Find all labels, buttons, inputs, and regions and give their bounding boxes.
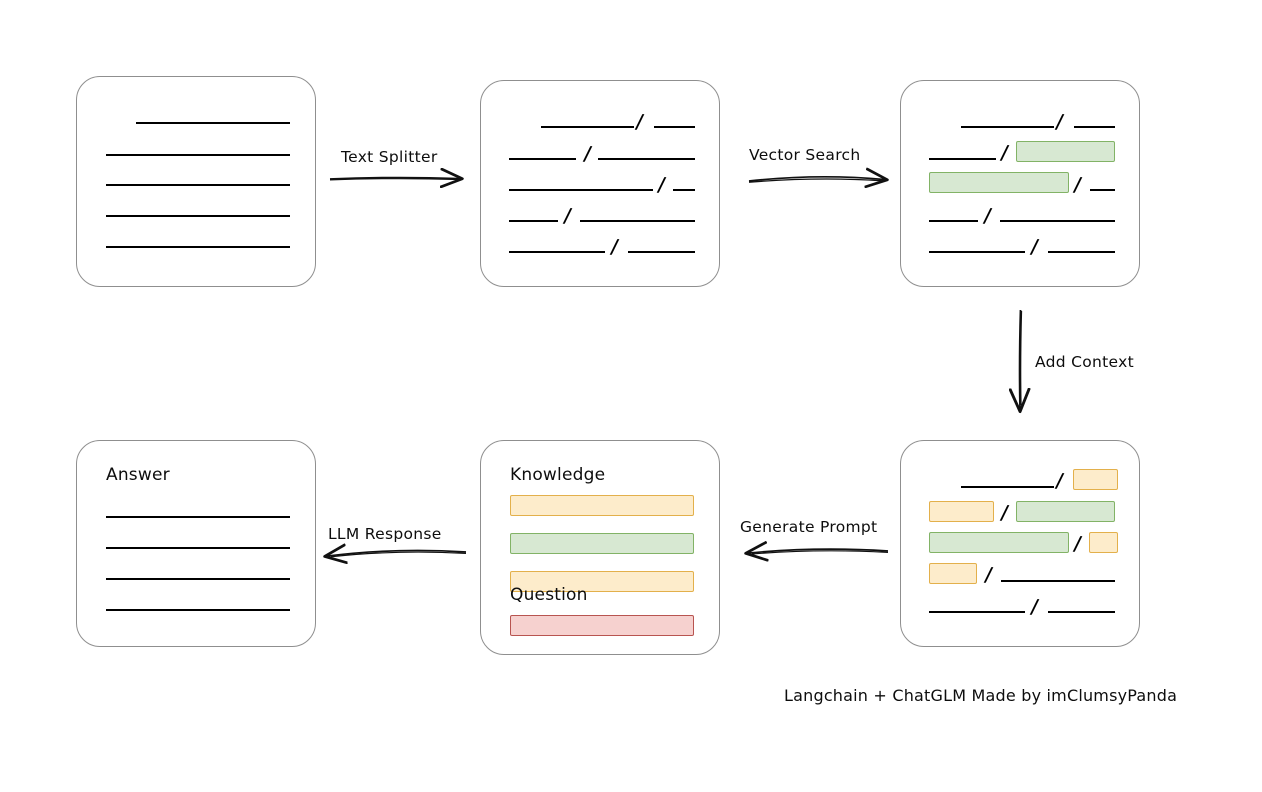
slash-mark: /: [999, 502, 1010, 524]
doc-line: [509, 158, 576, 160]
doc-line: [106, 154, 290, 156]
doc-line: [961, 126, 1054, 128]
doc-line: [106, 547, 290, 549]
slash-mark: /: [1029, 236, 1040, 258]
chunk-chip-yellow[interactable]: [929, 563, 977, 584]
knowledge-bar-green[interactable]: [510, 533, 694, 554]
slash-mark: /: [1054, 470, 1065, 492]
node-split-chunks[interactable]: / / / / /: [480, 80, 720, 287]
edge-label-generate-prompt: Generate Prompt: [740, 518, 878, 536]
footer-credit: Langchain + ChatGLM Made by imClumsyPand…: [784, 686, 1178, 705]
chunk-chip-yellow[interactable]: [1073, 469, 1118, 490]
slash-mark: /: [982, 205, 993, 227]
doc-line: [1000, 220, 1115, 222]
doc-line: [106, 516, 290, 518]
doc-line: [654, 126, 695, 128]
doc-line: [106, 184, 290, 186]
doc-line: [929, 611, 1025, 613]
answer-label: Answer: [106, 465, 170, 485]
doc-line: [509, 251, 605, 253]
question-bar-red[interactable]: [510, 615, 694, 636]
doc-line: [929, 251, 1025, 253]
doc-line: [106, 578, 290, 580]
edge-label-vector-search: Vector Search: [749, 146, 861, 164]
slash-mark: /: [582, 143, 593, 165]
doc-line: [929, 158, 996, 160]
slash-mark: /: [1029, 596, 1040, 618]
doc-line: [1001, 580, 1115, 582]
chunk-chip-green[interactable]: [929, 532, 1069, 553]
doc-line: [1090, 189, 1115, 191]
node-prompt[interactable]: Knowledge Question: [480, 440, 720, 655]
edge-label-add-context: Add Context: [1035, 353, 1134, 371]
doc-line: [136, 122, 290, 124]
chunk-chip-yellow[interactable]: [1089, 532, 1118, 553]
doc-line: [106, 246, 290, 248]
prompt-question-label: Question: [510, 585, 588, 605]
slash-mark: /: [1072, 533, 1083, 555]
doc-line: [106, 609, 290, 611]
doc-line: [509, 220, 558, 222]
node-source-document[interactable]: [76, 76, 316, 287]
doc-line: [1048, 251, 1115, 253]
edge-label-text-splitter: Text Splitter: [341, 148, 438, 166]
chunk-chip-yellow[interactable]: [929, 501, 994, 522]
edge-label-llm-response: LLM Response: [328, 525, 442, 543]
arrow-add-context: [1020, 309, 1022, 408]
slash-mark: /: [999, 142, 1010, 164]
arrow-llm-response: [328, 550, 467, 556]
slash-mark: /: [609, 236, 620, 258]
chunk-chip-green[interactable]: [1016, 501, 1115, 522]
arrow-generate-prompt: [749, 549, 889, 554]
doc-line: [929, 220, 978, 222]
slash-mark: /: [634, 111, 645, 133]
doc-line: [541, 126, 634, 128]
node-context-chunks[interactable]: / / / / /: [900, 440, 1140, 647]
doc-line: [106, 215, 290, 217]
doc-line: [628, 251, 695, 253]
chunk-chip-green[interactable]: [929, 172, 1069, 193]
doc-line: [509, 189, 653, 191]
doc-line: [580, 220, 695, 222]
slash-mark: /: [656, 174, 667, 196]
arrow-vector-search: [748, 177, 884, 182]
knowledge-bar-yellow[interactable]: [510, 495, 694, 516]
prompt-knowledge-label: Knowledge: [510, 465, 606, 485]
node-matched-chunks[interactable]: / / / / /: [900, 80, 1140, 287]
chunk-chip-green[interactable]: [1016, 141, 1115, 162]
slash-mark: /: [983, 564, 994, 586]
doc-line: [1048, 611, 1115, 613]
arrow-text-splitter: [329, 178, 459, 180]
slash-mark: /: [1054, 111, 1065, 133]
doc-line: [1074, 126, 1115, 128]
node-answer[interactable]: Answer: [76, 440, 316, 647]
knowledge-bar-yellow[interactable]: [510, 571, 694, 592]
doc-line: [598, 158, 695, 160]
doc-line: [961, 486, 1054, 488]
doc-line: [673, 189, 695, 191]
slash-mark: /: [562, 205, 573, 227]
slash-mark: /: [1072, 174, 1083, 196]
